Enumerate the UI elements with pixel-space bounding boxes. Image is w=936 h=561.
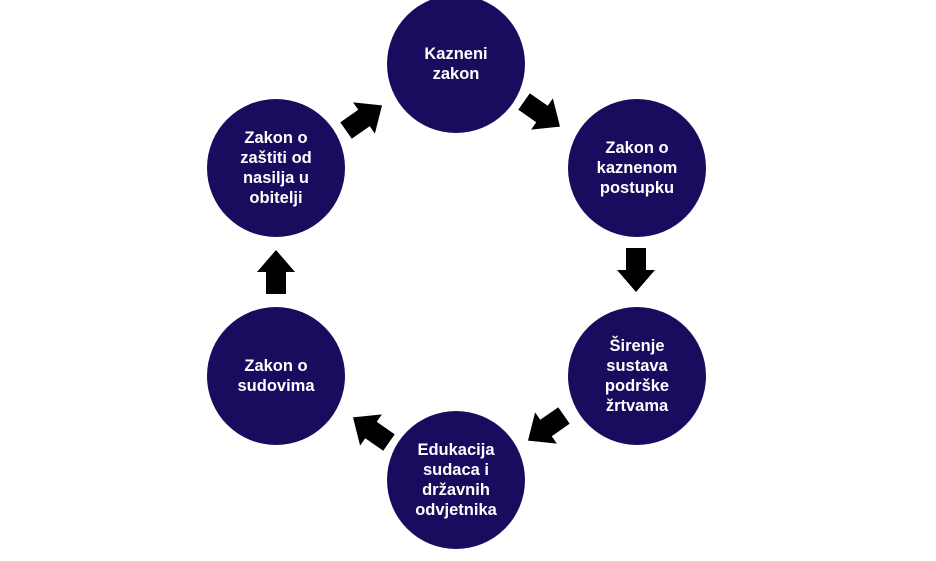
node-zakon-o-kaznenom-postupku: Zakon o kaznenom postupku [568,99,706,237]
node-sirenje-sustava-podrske-zrtvama: Širenje sustava podrške žrtvama [568,307,706,445]
node-zakon-o-zastiti-od-nasilja: Zakon o zaštiti od nasilja u obitelji [207,99,345,237]
arrow-icon [517,400,575,456]
arrow-icon [617,248,655,292]
node-label: Zakon o sudovima [237,357,315,395]
node-label: Kazneni zakon [424,45,488,83]
node-label: Zakon o kaznenom postupku [596,139,678,197]
node-kazneni-zakon: Kazneni zakon [387,0,525,133]
arrow-icon [257,250,295,294]
arrow-icon [342,402,400,458]
node-zakon-o-sudovima: Zakon o sudovima [207,307,345,445]
node-edukacija-sudaca: Edukacija sudaca i državnih odvjetnika [387,411,525,549]
arrow-icon [513,86,571,142]
node-label: Zakon o zaštiti od nasilja u obitelji [240,129,312,207]
node-label: Edukacija sudaca i državnih odvjetnika [415,441,497,519]
arrow-icon [335,90,393,146]
node-label: Širenje sustava podrške žrtvama [604,337,670,415]
